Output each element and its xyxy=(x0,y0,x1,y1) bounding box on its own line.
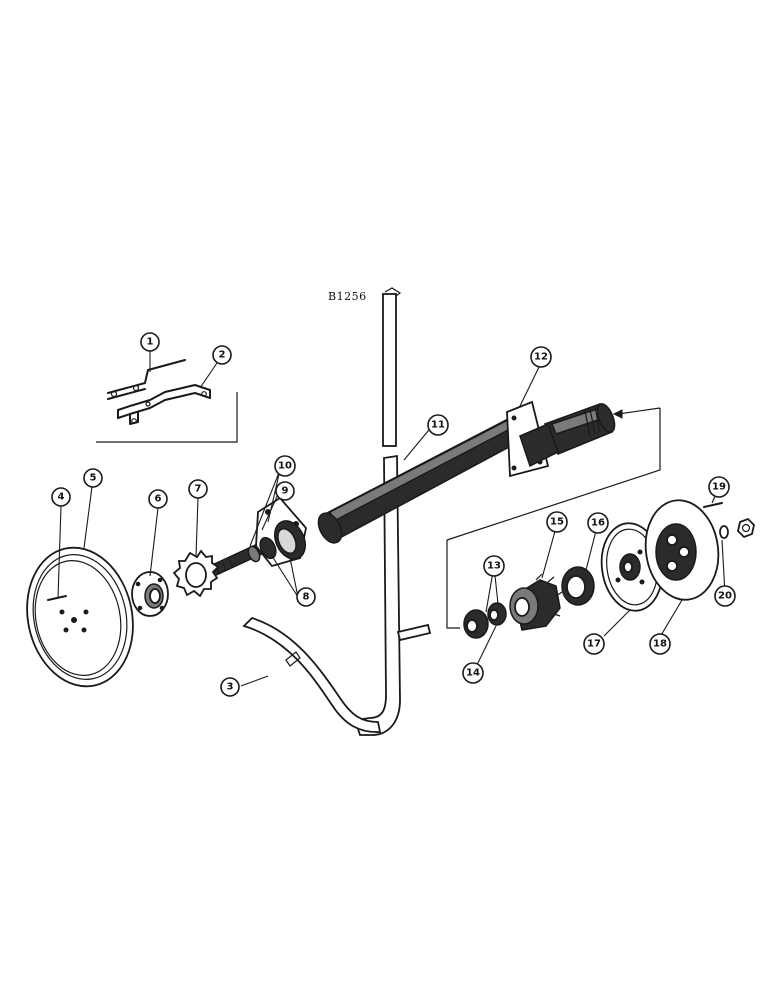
assembly-lower-line xyxy=(446,540,460,629)
callout-5: 5 xyxy=(83,468,103,488)
hub-part-6 xyxy=(131,571,169,617)
strap-lower-segment xyxy=(353,454,432,736)
callout-13: 13 xyxy=(483,555,505,577)
svg-text:13: 13 xyxy=(487,561,501,572)
callout-16: 16 xyxy=(587,512,609,534)
callout-2: 2 xyxy=(212,345,232,365)
end-nut xyxy=(737,517,755,539)
callout-1: 1 xyxy=(140,332,160,352)
callout-14: 14 xyxy=(462,662,484,684)
assembly-arrow-line xyxy=(617,407,661,415)
svg-text:16: 16 xyxy=(591,518,605,529)
svg-text:3: 3 xyxy=(227,682,234,693)
mounting-plate-part-12 xyxy=(506,400,559,478)
svg-text:17: 17 xyxy=(587,639,601,650)
assembly-arrow-head xyxy=(612,409,623,419)
callout-12: 12 xyxy=(530,346,552,368)
callout-7: 7 xyxy=(188,479,208,499)
svg-text:4: 4 xyxy=(58,492,65,503)
callout-11: 11 xyxy=(427,414,449,436)
clutch-hub-part-15 xyxy=(509,573,563,631)
bracket-part-1 xyxy=(107,359,186,400)
callout-9: 9 xyxy=(275,481,295,501)
callout-6: 6 xyxy=(148,489,168,509)
svg-text:5: 5 xyxy=(90,473,97,484)
disc-part-18 xyxy=(644,499,720,601)
figure-reference: B1256 xyxy=(328,290,367,303)
svg-text:10: 10 xyxy=(278,461,292,472)
callout-10: 10 xyxy=(274,455,296,477)
svg-text:20: 20 xyxy=(718,591,732,602)
callout-3: 3 xyxy=(220,677,240,697)
main-tube xyxy=(317,403,616,544)
nut-part-14 xyxy=(487,602,507,626)
svg-text:6: 6 xyxy=(155,494,162,505)
callout-8: 8 xyxy=(296,587,316,607)
callout-20: 20 xyxy=(714,585,736,607)
key-part-4 xyxy=(47,595,67,601)
sprocket-part-7 xyxy=(172,549,220,598)
svg-text:15: 15 xyxy=(550,517,564,528)
svg-text:18: 18 xyxy=(653,639,667,650)
svg-text:12: 12 xyxy=(534,352,548,363)
svg-text:7: 7 xyxy=(195,484,202,495)
callout-19: 19 xyxy=(708,476,730,498)
large-pulley-part-5 xyxy=(26,546,134,688)
assembly-bracket-line xyxy=(446,408,661,541)
callout-17: 17 xyxy=(583,633,605,655)
callout-4: 4 xyxy=(51,487,71,507)
callout-18: 18 xyxy=(649,633,671,655)
svg-text:11: 11 xyxy=(431,420,445,431)
callout-15: 15 xyxy=(546,511,568,533)
svg-text:1: 1 xyxy=(147,337,154,348)
inset-boundary xyxy=(96,392,238,443)
bearing-flange-assembly xyxy=(247,496,307,568)
svg-text:9: 9 xyxy=(282,486,289,497)
curved-strap-part-3 xyxy=(242,616,382,733)
seal-part-16 xyxy=(561,566,595,606)
svg-text:8: 8 xyxy=(303,592,310,603)
washer-part-20 xyxy=(719,525,729,539)
svg-text:2: 2 xyxy=(219,350,226,361)
strap-upper-segment xyxy=(382,287,402,447)
bracket-part-2 xyxy=(117,384,211,425)
bearing-part-13 xyxy=(463,609,489,639)
svg-text:19: 19 xyxy=(712,482,726,493)
svg-text:14: 14 xyxy=(466,668,480,679)
pin-part-19 xyxy=(703,502,723,508)
